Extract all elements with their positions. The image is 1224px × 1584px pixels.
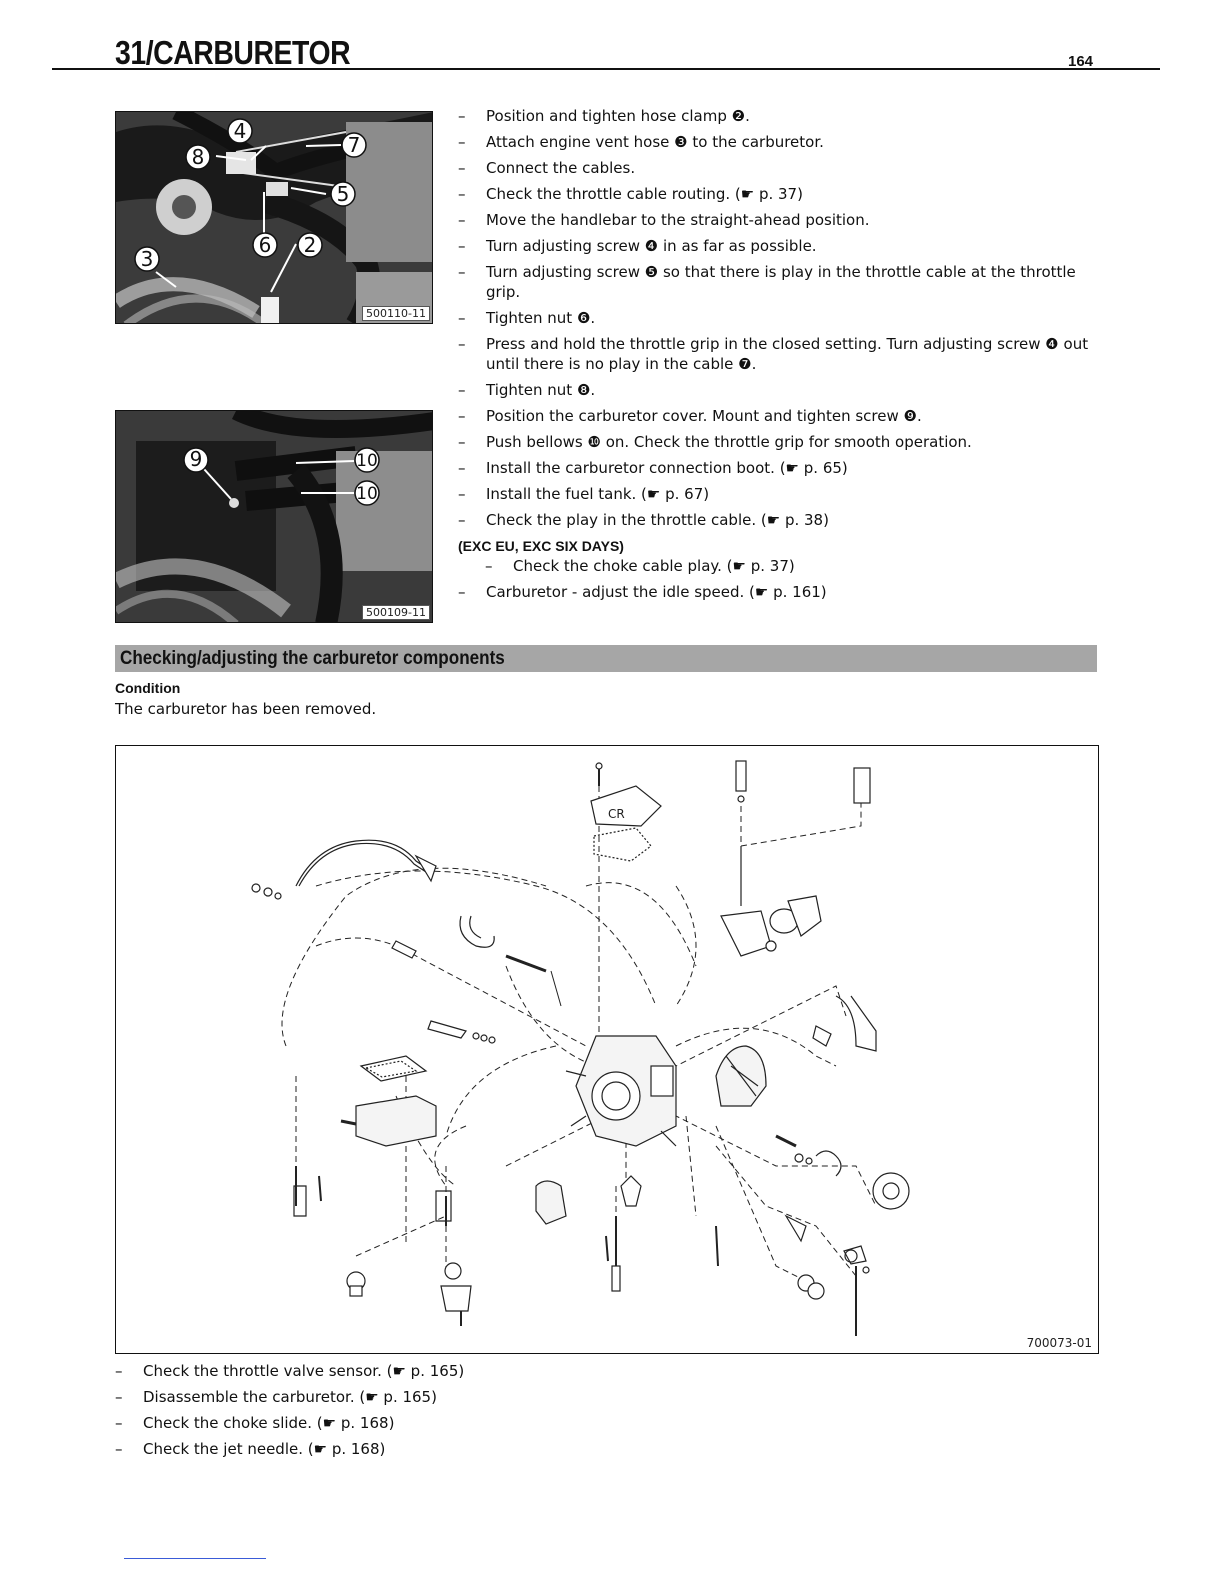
callout-2: 2 [304, 233, 317, 257]
step-item: Carburetor - adjust the idle speed. (☛ p… [458, 582, 1098, 602]
step-item: Attach engine vent hose ❸ to the carbure… [458, 132, 1098, 152]
step-item: Turn adjusting screw ❹ in as far as poss… [458, 236, 1098, 256]
callout-10: 10 [356, 484, 378, 504]
photo-id: 500110-11 [362, 306, 430, 321]
photo-carburetor-cover: 9 10 10 500109-11 [115, 410, 433, 623]
condition-label: Condition [115, 680, 181, 696]
step-item: Connect the cables. [458, 158, 1098, 178]
callout-8: 8 [192, 145, 205, 169]
photo-id: 500109-11 [362, 605, 430, 620]
step-item: Push bellows ❿ on. Check the throttle gr… [458, 432, 1098, 452]
step-item: Move the handlebar to the straight-ahead… [458, 210, 1098, 230]
callout-3: 3 [141, 247, 154, 271]
callout-5: 5 [337, 182, 350, 206]
step-item: Check the throttle cable routing. (☛ p. … [458, 184, 1098, 204]
step-item: Position and tighten hose clamp ❷. [458, 106, 1098, 126]
step-item: Check the play in the throttle cable. (☛… [458, 510, 1098, 530]
footer-link-underline [124, 1558, 266, 1559]
chapter-title: 31/CARBURETOR [115, 34, 351, 71]
check-item: Check the jet needle. (☛ p. 168) [115, 1439, 464, 1459]
step-item: Install the carburetor connection boot. … [458, 458, 1098, 478]
step-list: Position and tighten hose clamp ❷. Attac… [458, 106, 1098, 608]
section-heading-bar: Checking/adjusting the carburetor compon… [115, 645, 1097, 672]
page-number: 164 [1068, 53, 1094, 70]
section-title: Checking/adjusting the carburetor compon… [120, 648, 505, 669]
check-item: Check the choke slide. (☛ p. 168) [115, 1413, 464, 1433]
callout-10: 10 [356, 451, 378, 471]
step-item: Tighten nut ❽. [458, 380, 1098, 400]
svg-text:CR: CR [608, 807, 625, 821]
check-item: Disassemble the carburetor. (☛ p. 165) [115, 1387, 464, 1407]
callout-4: 4 [234, 119, 247, 143]
header-rule [52, 68, 1160, 70]
step-item: Turn adjusting screw ❺ so that there is … [458, 262, 1098, 302]
step-item: Position the carburetor cover. Mount and… [458, 406, 1098, 426]
step-item: Tighten nut ❻. [458, 308, 1098, 328]
photo-throttle-cables: 4 7 8 5 6 2 3 500110-11 [115, 111, 433, 324]
callout-6: 6 [259, 233, 272, 257]
check-list: Check the throttle valve sensor. (☛ p. 1… [115, 1361, 464, 1465]
condition-text: The carburetor has been removed. [115, 700, 377, 718]
carburetor-exploded-diagram: CR [115, 745, 1099, 1354]
variant-step-item: Check the choke cable play. (☛ p. 37) [485, 556, 1098, 576]
step-item: Press and hold the throttle grip in the … [458, 334, 1098, 374]
step-item: Install the fuel tank. (☛ p. 67) [458, 484, 1098, 504]
check-item: Check the throttle valve sensor. (☛ p. 1… [115, 1361, 464, 1381]
callout-7: 7 [348, 133, 361, 157]
variant-label: (EXC EU, EXC SIX DAYS) [458, 538, 624, 554]
diagram-id: 700073-01 [1026, 1336, 1092, 1350]
callout-9: 9 [190, 447, 203, 471]
